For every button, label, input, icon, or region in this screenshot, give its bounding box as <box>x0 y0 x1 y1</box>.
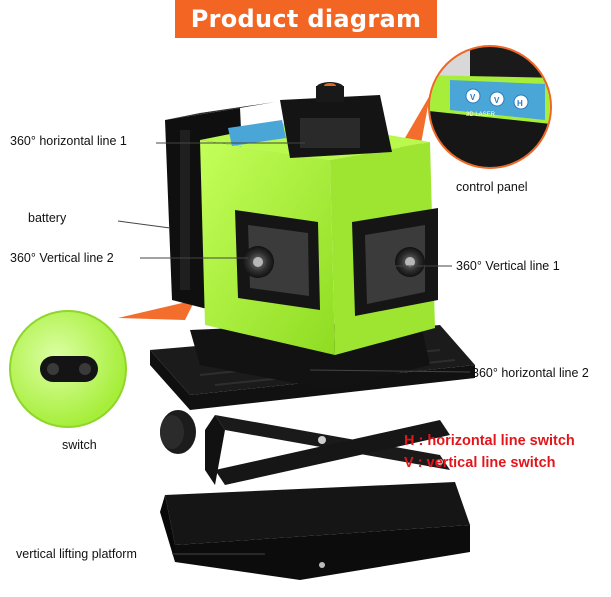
label-horizontal-line-2: 360° horizontal line 2 <box>472 366 589 380</box>
v-button-glyph-2: V <box>494 96 500 105</box>
leader-battery <box>117 220 171 229</box>
page-title: Product diagram <box>190 5 422 33</box>
top-emitter <box>280 82 392 158</box>
panel-text: 3D LASER <box>466 112 496 118</box>
label-lifting-platform: vertical lifting platform <box>16 547 137 561</box>
label-battery: battery <box>28 211 67 225</box>
laser-body <box>200 120 438 355</box>
label-vertical-line-1: 360° Vertical line 1 <box>456 259 560 273</box>
switch-callout <box>118 300 195 320</box>
legend-vertical-switch: V : vertical line switch <box>404 455 556 471</box>
switch-magnifier <box>9 310 127 428</box>
lifting-platform <box>150 325 475 580</box>
label-horizontal-line-1: 360° horizontal line 1 <box>10 134 127 148</box>
legend-horizontal-switch: H : horizontal line switch <box>404 433 575 449</box>
leader-h-line-2 <box>309 369 471 373</box>
label-vertical-line-2: 360° Vertical line 2 <box>10 251 114 265</box>
v-button-glyph: V <box>470 93 476 102</box>
label-control-panel: control panel <box>456 180 528 194</box>
title-banner: Product diagram <box>175 0 437 38</box>
label-switch: switch <box>62 438 97 452</box>
h-button-glyph: H <box>517 99 523 108</box>
control-panel-magnifier: 3D LASER V V H <box>428 45 552 169</box>
